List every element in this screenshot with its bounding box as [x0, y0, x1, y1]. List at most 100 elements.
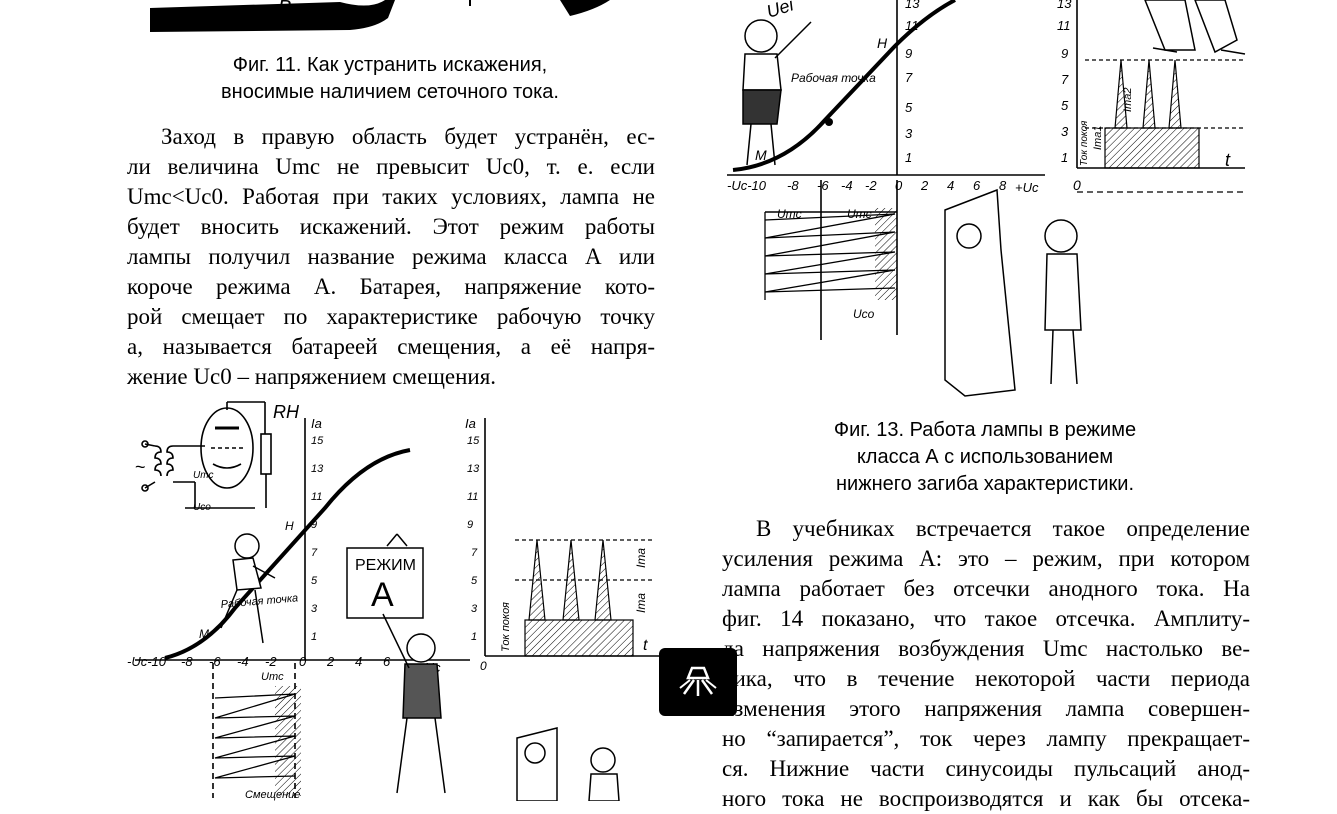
boy-pointing-figure [382, 613, 446, 794]
left-para-line: лампы получил название режима класса А и… [127, 244, 655, 269]
sign-line1: РЕЖИМ [355, 557, 416, 574]
reader-mode-button[interactable] [659, 648, 737, 716]
fig12-characteristic-curve [164, 448, 411, 660]
rh-label: RH [273, 402, 300, 422]
svg-text:-6: -6 [817, 178, 829, 193]
right-para-line: лампа работает без отсечки анодного тока… [722, 576, 1250, 601]
left-paragraph: Заход в правую область будет устранён, е… [127, 122, 655, 392]
svg-text:7: 7 [311, 547, 318, 559]
svg-text:6: 6 [383, 654, 391, 669]
fig13-ima2: Ima2 [1122, 88, 1134, 112]
fig13-caption-line2: класса А с использованием [856, 446, 1114, 468]
fig11-caption: Фиг. 11. Как устранить искажения, вносим… [140, 52, 640, 106]
svg-text:3: 3 [905, 126, 913, 141]
fig12-illustration: ~ RH Umc Uco Ia 15 13 11 9 7 5 3 1 -Uc-1… [127, 401, 660, 801]
umc-label-circuit: Umc [193, 470, 214, 481]
right-para-line: В учебниках встречается такое определени… [756, 516, 1250, 541]
fig12-ylabel: Ia [311, 416, 322, 431]
left-para-line: а, называется батареей смещения, а её на… [127, 334, 655, 359]
right-para-line: но “запирается”, ток через лампу прекращ… [722, 726, 1250, 751]
left-para-line: жение Uc0 – напряжением смещения. [127, 364, 497, 389]
fig12-output-pulses [515, 539, 655, 657]
svg-text:9: 9 [467, 519, 473, 531]
fig13-tok-pokoya: Ток покоя [1079, 120, 1090, 166]
fig11-illustration-fragment: В [150, 0, 610, 32]
fig13-t-label: t [1225, 150, 1231, 170]
left-para-line: ли величина Umc не превысит Uc0, т. е. е… [127, 154, 655, 179]
left-para-line: Umc<Uc0. Работая при таких условиях, лам… [127, 184, 655, 209]
right-para-line: ного тока не воспроизводятся и как бы от… [722, 786, 1250, 811]
svg-text:15: 15 [467, 435, 480, 447]
right-para-line: изменения этого напряжения лампа соверше… [722, 696, 1250, 721]
left-para-line: будет вносить искажений. Этот режим рабо… [127, 214, 655, 239]
svg-text:1: 1 [905, 150, 912, 165]
fig13-xticks: -Uc-10 -8 -6 -4 -2 0 2 4 6 8 +Uc [727, 178, 1039, 195]
fig13-umc-1: Umc [777, 207, 802, 221]
fig12-t-label: t [643, 637, 648, 654]
fig13-boy-word: Uei [764, 0, 797, 22]
right-para-line: фиг. 14 показано, что такое отсечка. Амп… [722, 606, 1250, 631]
fig12-input-wave [214, 686, 301, 796]
left-para-line: Заход в правую область будет устранён, е… [161, 124, 655, 149]
svg-text:-Uc-10: -Uc-10 [727, 178, 767, 193]
fig12-point-m: М [199, 627, 209, 641]
svg-text:11: 11 [311, 491, 322, 503]
boy-pushing-figure [220, 533, 276, 644]
right-paragraph: В учебниках встречается такое определени… [722, 514, 1250, 814]
sign-line2: А [371, 576, 394, 614]
fig13-right-yticks: 13 11 9 7 5 3 1 [1057, 0, 1072, 165]
svg-text:3: 3 [311, 603, 318, 615]
svg-text:11: 11 [1057, 18, 1071, 33]
fig13-ima1: Ima1 [1092, 126, 1104, 150]
svg-text:5: 5 [311, 575, 318, 587]
fig12-mirror-boys [516, 727, 620, 801]
svg-text:1: 1 [471, 631, 477, 643]
svg-text:9: 9 [311, 519, 317, 531]
fig13-work-point: Рабочая точка [791, 71, 876, 85]
svg-text:9: 9 [1061, 46, 1068, 61]
svg-text:15: 15 [311, 435, 324, 447]
fig13-characteristic-curve [732, 0, 956, 172]
uco-label-circuit: Uco [193, 502, 211, 513]
fig13-output-pulses [1077, 59, 1245, 193]
svg-text:7: 7 [905, 70, 913, 85]
fig13-mirror-boys [944, 188, 1082, 397]
svg-text:1: 1 [1061, 150, 1068, 165]
fig13-caption: Фиг. 13. Работа лампы в режиме класса А … [775, 417, 1195, 498]
fig13-point-m: М [755, 147, 767, 163]
fig12-right-zero: 0 [480, 659, 487, 673]
svg-text:4: 4 [355, 654, 362, 669]
svg-text:7: 7 [1061, 72, 1069, 87]
svg-text:9: 9 [905, 46, 912, 61]
svg-text:13: 13 [905, 0, 920, 11]
reader-lamp-icon [679, 666, 717, 696]
svg-text:2: 2 [326, 654, 335, 669]
svg-text:1: 1 [311, 631, 317, 643]
fig12-umc: Umc [261, 671, 284, 683]
right-para-line: усиления режима А: это – режим, при кото… [722, 546, 1250, 571]
fig13-man-legs [1144, 0, 1246, 55]
svg-text:3: 3 [471, 603, 478, 615]
svg-text:-6: -6 [209, 654, 221, 669]
fig12-ima-lower: Ima [634, 593, 648, 613]
svg-text:7: 7 [471, 547, 478, 559]
fig12-yticks: 15 13 11 9 7 5 3 1 [311, 435, 324, 643]
svg-text:-2: -2 [865, 178, 877, 193]
svg-text:0: 0 [299, 654, 307, 669]
svg-text:+Uc: +Uc [1015, 180, 1039, 195]
svg-text:13: 13 [467, 463, 480, 475]
svg-text:-2: -2 [265, 654, 277, 669]
fig12-ima-upper: Ima [634, 548, 648, 568]
svg-text:13: 13 [311, 463, 324, 475]
tube-circuit [141, 401, 272, 509]
svg-text:-4: -4 [841, 178, 853, 193]
svg-text:5: 5 [905, 100, 913, 115]
fig13-input-wave [764, 208, 897, 300]
svg-text:3: 3 [1061, 124, 1069, 139]
fig11-caption-line1: Фиг. 11. Как устранить искажения, [232, 54, 548, 76]
fig13-point-h: Н [877, 35, 888, 51]
fig11-caption-line2: вносимые наличием сеточного тока. [221, 81, 559, 103]
svg-text:6: 6 [973, 178, 981, 193]
left-para-line: рой смещает по характеристике рабочую то… [127, 304, 655, 329]
right-para-line: ся. Нижние части синусоиды пульсаций ано… [722, 756, 1250, 781]
